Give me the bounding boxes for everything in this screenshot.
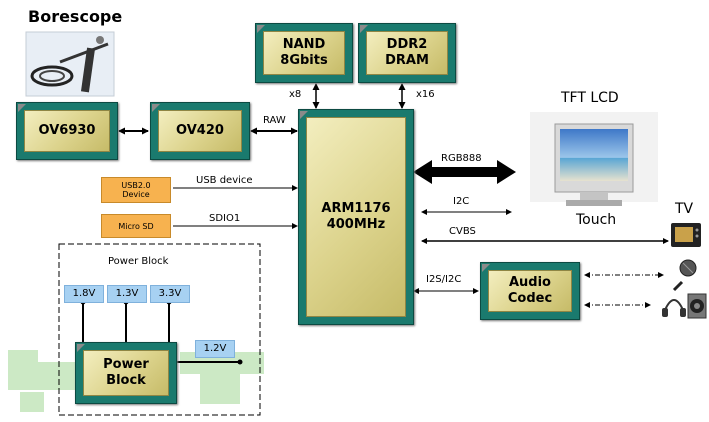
nand-label: NAND 8Gbits (263, 31, 345, 75)
sdio1-label: SDIO1 (209, 213, 241, 224)
voltage-1v3: 1.3V (107, 285, 147, 303)
power-block-chip: Power Block (75, 342, 177, 404)
ddr2-chip: DDR2 DRAM (358, 23, 456, 83)
background-pattern (200, 374, 240, 404)
background-pattern (20, 392, 44, 412)
headphones-icon (662, 299, 686, 317)
diagram-title: Borescope (28, 7, 123, 26)
power-label: Power Block (83, 350, 169, 396)
i2c-label: I2C (453, 196, 470, 207)
tv-label: TV (675, 201, 694, 217)
power-block-caption: Power Block (108, 256, 169, 267)
tft-lcd-label: TFT LCD (561, 90, 619, 106)
micro-sd-box: Micro SD (101, 214, 171, 238)
usb-device-box: USB2.0 Device (101, 177, 171, 203)
x8-label: x8 (289, 89, 302, 100)
arm-processor-chip: ARM1176 400MHz (298, 109, 414, 325)
arm-label: ARM1176 400MHz (306, 117, 406, 317)
microphone-icon (672, 259, 697, 292)
audio-codec-chip: Audio Codec (480, 262, 580, 320)
ov6930-label: OV6930 (24, 110, 110, 152)
tft-monitor-icon (530, 112, 658, 206)
voltage-3v3: 3.3V (150, 285, 190, 303)
i2s-i2c-label: I2S/I2C (426, 274, 462, 285)
usb-device-label: USB device (196, 175, 253, 186)
rgb888-label: RGB888 (441, 153, 482, 164)
background-pattern (8, 350, 38, 390)
audio-label: Audio Codec (488, 270, 572, 312)
ov6930-chip: OV6930 (16, 102, 118, 160)
borescope-camera-icon (25, 31, 115, 97)
rgb888-arrow (413, 160, 516, 184)
voltage-1v8: 1.8V (64, 285, 104, 303)
ov420-label: OV420 (158, 110, 242, 152)
ov420-chip: OV420 (150, 102, 250, 160)
cvbs-label: CVBS (449, 226, 476, 237)
raw-label: RAW (263, 115, 286, 126)
touch-label: Touch (576, 212, 617, 228)
power-block-boundary (58, 243, 261, 416)
nand-chip: NAND 8Gbits (255, 23, 353, 83)
tv-icon (671, 223, 701, 247)
ddr2-label: DDR2 DRAM (366, 31, 448, 75)
voltage-1v2: 1.2V (195, 340, 235, 358)
background-pattern (38, 362, 78, 390)
speaker-icon (687, 293, 707, 319)
x16-label: x16 (416, 89, 435, 100)
